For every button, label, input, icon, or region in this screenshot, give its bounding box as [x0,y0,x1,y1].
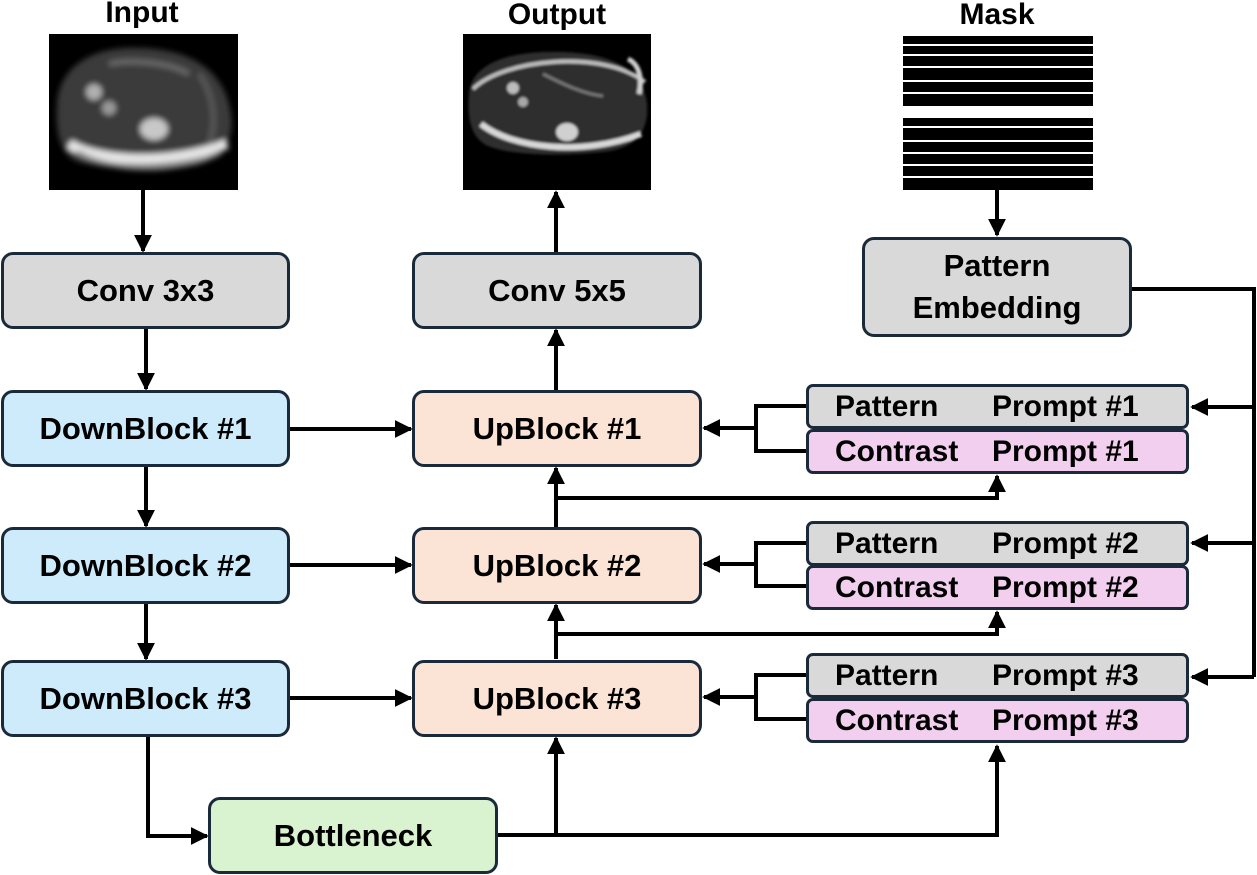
pattern-prompt-3: Pattern Prompt #3 [806,653,1189,698]
pattern-prompt-1-tag: Prompt #1 [992,390,1139,423]
input-image [49,34,238,190]
contrast-prompt-1-tag: Prompt #1 [992,435,1139,468]
mask-image [903,36,1093,190]
bottleneck-block: Bottleneck [208,797,498,874]
wire-prompt3-merge [754,673,806,721]
pattern-prompt-3-tag: Prompt #3 [992,659,1139,692]
output-image [463,34,651,190]
pattern-prompt-3-word: Pattern [835,659,939,692]
wire-prompt1-merge [754,404,806,453]
contrast-prompt-2-tag: Prompt #2 [992,571,1139,604]
contrast-prompt-1: Contrast Prompt #1 [806,429,1189,474]
contrast-prompt-3-word: Contrast [835,704,959,737]
arrow-up2-to-prompt1 [556,474,1006,500]
mask-header: Mask [959,0,1035,31]
output-header: Output [507,0,607,31]
downblock-1: DownBlock #1 [1,390,290,467]
wire-embedding-out [1132,287,1256,677]
upblock-2: UpBlock #2 [412,527,702,604]
pattern-embedding-block: Pattern Embedding [862,237,1132,337]
arrow-up3-to-prompt2 [556,610,1006,636]
wire-prompt2-merge [754,541,806,588]
pattern-prompt-2: Pattern Prompt #2 [806,521,1189,566]
upblock-3: UpBlock #3 [412,660,702,737]
contrast-prompt-2: Contrast Prompt #2 [806,565,1189,610]
downblock-3: DownBlock #3 [1,660,290,737]
contrast-prompt-1-word: Contrast [835,435,959,468]
conv-5x5-block: Conv 5x5 [412,252,702,329]
wire-bottleneck-out [496,744,1006,837]
arrow-down3-to-bottleneck [146,736,209,845]
conv-3x3-block: Conv 3x3 [1,252,290,329]
input-header: Input [105,0,179,29]
pattern-prompt-2-word: Pattern [835,527,939,560]
downblock-2: DownBlock #2 [1,527,290,604]
upblock-1: UpBlock #1 [412,390,702,467]
pattern-prompt-1: Pattern Prompt #1 [806,384,1189,429]
pattern-prompt-2-tag: Prompt #2 [992,527,1139,560]
contrast-prompt-3: Contrast Prompt #3 [806,698,1189,743]
contrast-prompt-3-tag: Prompt #3 [992,704,1139,737]
contrast-prompt-2-word: Contrast [835,571,959,604]
pattern-prompt-1-word: Pattern [835,390,939,423]
